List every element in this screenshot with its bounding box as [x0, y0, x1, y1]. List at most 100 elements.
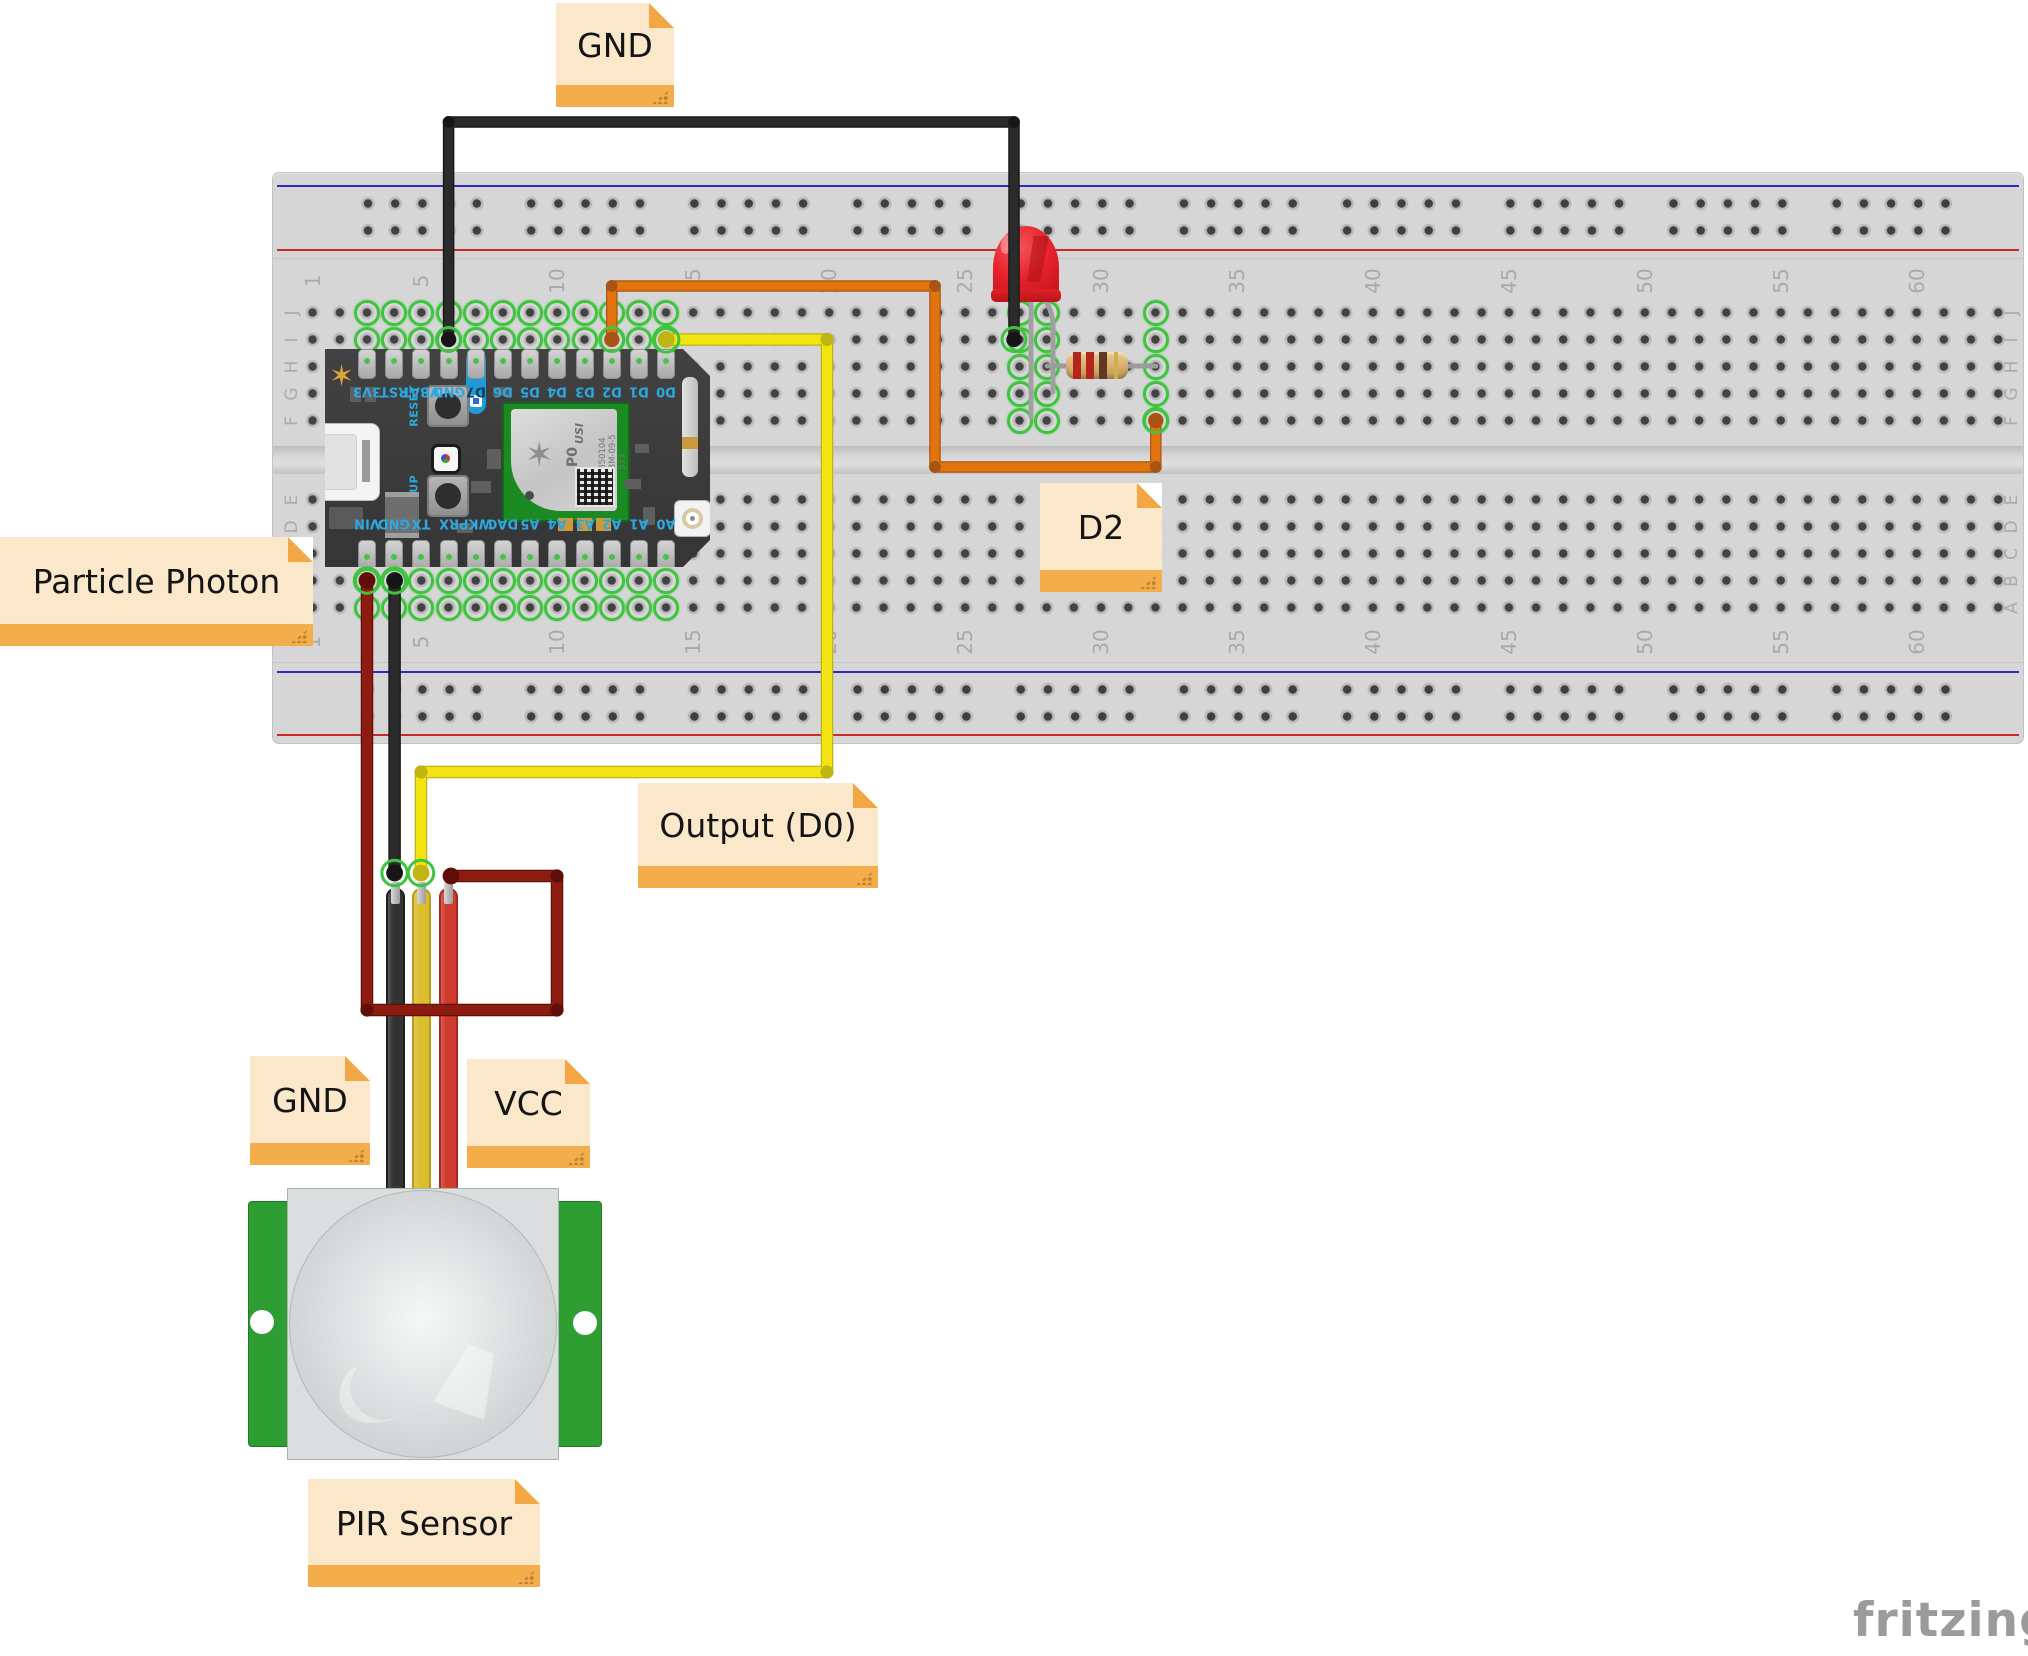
- resistor-band-1: [1073, 352, 1081, 379]
- note-label: Particle Photon: [32, 562, 281, 601]
- module-name: P0: [565, 446, 582, 468]
- wire-bendpoint[interactable]: [550, 1003, 564, 1017]
- smd-part: [487, 449, 501, 469]
- photon-pin-label: A5: [520, 515, 540, 531]
- mounting-hole: [573, 1311, 597, 1335]
- photon-pin-a5[interactable]: [521, 540, 540, 567]
- photon-pin-rx[interactable]: [439, 540, 458, 567]
- photon-pin-gnd[interactable]: [439, 349, 458, 379]
- note-label: VCC: [494, 1084, 563, 1123]
- positive-rail-line-bottom: [277, 734, 2019, 736]
- red-led[interactable]: [991, 226, 1061, 306]
- cable-crimp: [444, 882, 453, 904]
- photon-pin-d5[interactable]: [521, 349, 540, 379]
- photon-pin-label: GND: [378, 515, 411, 531]
- photon-pin-label: D5: [520, 383, 541, 399]
- jtag-pads: [329, 507, 363, 529]
- photon-pin-d2[interactable]: [602, 349, 621, 379]
- photon-pin-rst[interactable]: [385, 349, 404, 379]
- photon-pin-vin[interactable]: [358, 540, 376, 567]
- note-bar: [556, 85, 674, 107]
- rgb-status-led: [434, 447, 458, 471]
- note-pir-sensor[interactable]: PIR Sensor: [308, 1479, 540, 1587]
- pir-cable-output: [412, 888, 431, 1190]
- photon-pin-label: D6: [493, 383, 513, 399]
- photon-pin-label: A3: [575, 515, 595, 531]
- photon-pin-label: D7: [465, 383, 486, 399]
- module-vendor: USI: [572, 423, 586, 444]
- wire-end-cap[interactable]: [386, 864, 403, 882]
- wire-bendpoint[interactable]: [360, 1003, 374, 1017]
- usb-pins: [362, 440, 370, 482]
- photon-pin-label: VIN: [354, 515, 380, 531]
- particle-logo-icon: ✶: [329, 359, 355, 394]
- note-output-d0[interactable]: Output (D0): [638, 783, 878, 888]
- led-flange: [991, 289, 1061, 302]
- note-gnd-bottom[interactable]: GND: [250, 1056, 370, 1165]
- note-bar: [638, 866, 878, 888]
- note-vcc[interactable]: VCC: [467, 1059, 590, 1168]
- photon-pin-d1[interactable]: [630, 349, 648, 379]
- photon-pin-wkp[interactable]: [466, 540, 485, 567]
- breadboard-hole-grid[interactable]: [358, 676, 1956, 730]
- photon-pin-label: D4: [547, 383, 568, 399]
- photon-pin-dac[interactable]: [494, 540, 512, 567]
- note-bar: [467, 1146, 590, 1168]
- data-matrix-barcode: [575, 467, 615, 507]
- smd-part: [471, 481, 491, 493]
- photon-pin-label: A2: [602, 515, 622, 531]
- wire-bendpoint[interactable]: [442, 116, 455, 128]
- note-d2[interactable]: D2: [1040, 483, 1162, 592]
- photon-pin-3v3[interactable]: [358, 349, 376, 379]
- wire-bendpoint[interactable]: [550, 869, 564, 883]
- note-gnd-top[interactable]: GND: [556, 3, 674, 107]
- cable-crimp: [391, 882, 400, 904]
- note-bar: [250, 1143, 370, 1165]
- photon-pin-a4[interactable]: [548, 540, 567, 567]
- setup-button[interactable]: [427, 475, 469, 517]
- photon-pin-d0[interactable]: [657, 349, 676, 379]
- photon-pin-label: 3V3: [352, 383, 382, 399]
- photon-pin-d4[interactable]: [548, 349, 567, 379]
- wire-end-cap[interactable]: [412, 864, 430, 882]
- particle-logo-icon: ✶: [525, 435, 554, 475]
- photon-pin-label: D0: [656, 383, 677, 399]
- fritzing-watermark: fritzing: [1853, 1593, 2028, 1648]
- photon-pin-a0[interactable]: [657, 540, 676, 567]
- wire-bendpoint[interactable]: [414, 765, 428, 779]
- photon-pin-label: D1: [629, 383, 649, 399]
- cable-crimp: [417, 882, 426, 904]
- smd-part: [350, 387, 361, 402]
- smd-part: [625, 479, 641, 489]
- photon-pin-d6[interactable]: [494, 349, 512, 379]
- photon-pin-label: DAC: [487, 515, 519, 531]
- photon-pin-vbat[interactable]: [412, 349, 431, 379]
- note-label: GND: [272, 1081, 348, 1120]
- breadboard-hole-grid[interactable]: [358, 190, 1956, 244]
- note-label: GND: [577, 25, 653, 65]
- photon-pin-a2[interactable]: [602, 540, 621, 567]
- photon-pin-tx[interactable]: [412, 540, 431, 567]
- wire-bendpoint[interactable]: [820, 765, 834, 779]
- note-bar: [1040, 570, 1162, 592]
- photon-pin-label: A0: [656, 515, 676, 531]
- photon-pin-d3[interactable]: [575, 349, 594, 379]
- smd-part: [635, 444, 649, 453]
- photon-pin-gnd[interactable]: [385, 540, 404, 567]
- photon-pin-label: TX: [411, 515, 431, 531]
- note-particle-photon[interactable]: Particle Photon: [0, 537, 313, 646]
- note-label: PIR Sensor: [335, 1503, 513, 1543]
- photon-pin-a3[interactable]: [575, 540, 594, 567]
- photon-pin-a1[interactable]: [630, 540, 648, 567]
- resistor[interactable]: [1066, 352, 1128, 379]
- pir-fresnel-dome: [289, 1190, 557, 1458]
- wire-bendpoint[interactable]: [1008, 116, 1020, 128]
- resistor-band-3: [1099, 352, 1107, 379]
- photon-pin-d7[interactable]: [466, 349, 485, 379]
- board-divider: [273, 662, 2023, 663]
